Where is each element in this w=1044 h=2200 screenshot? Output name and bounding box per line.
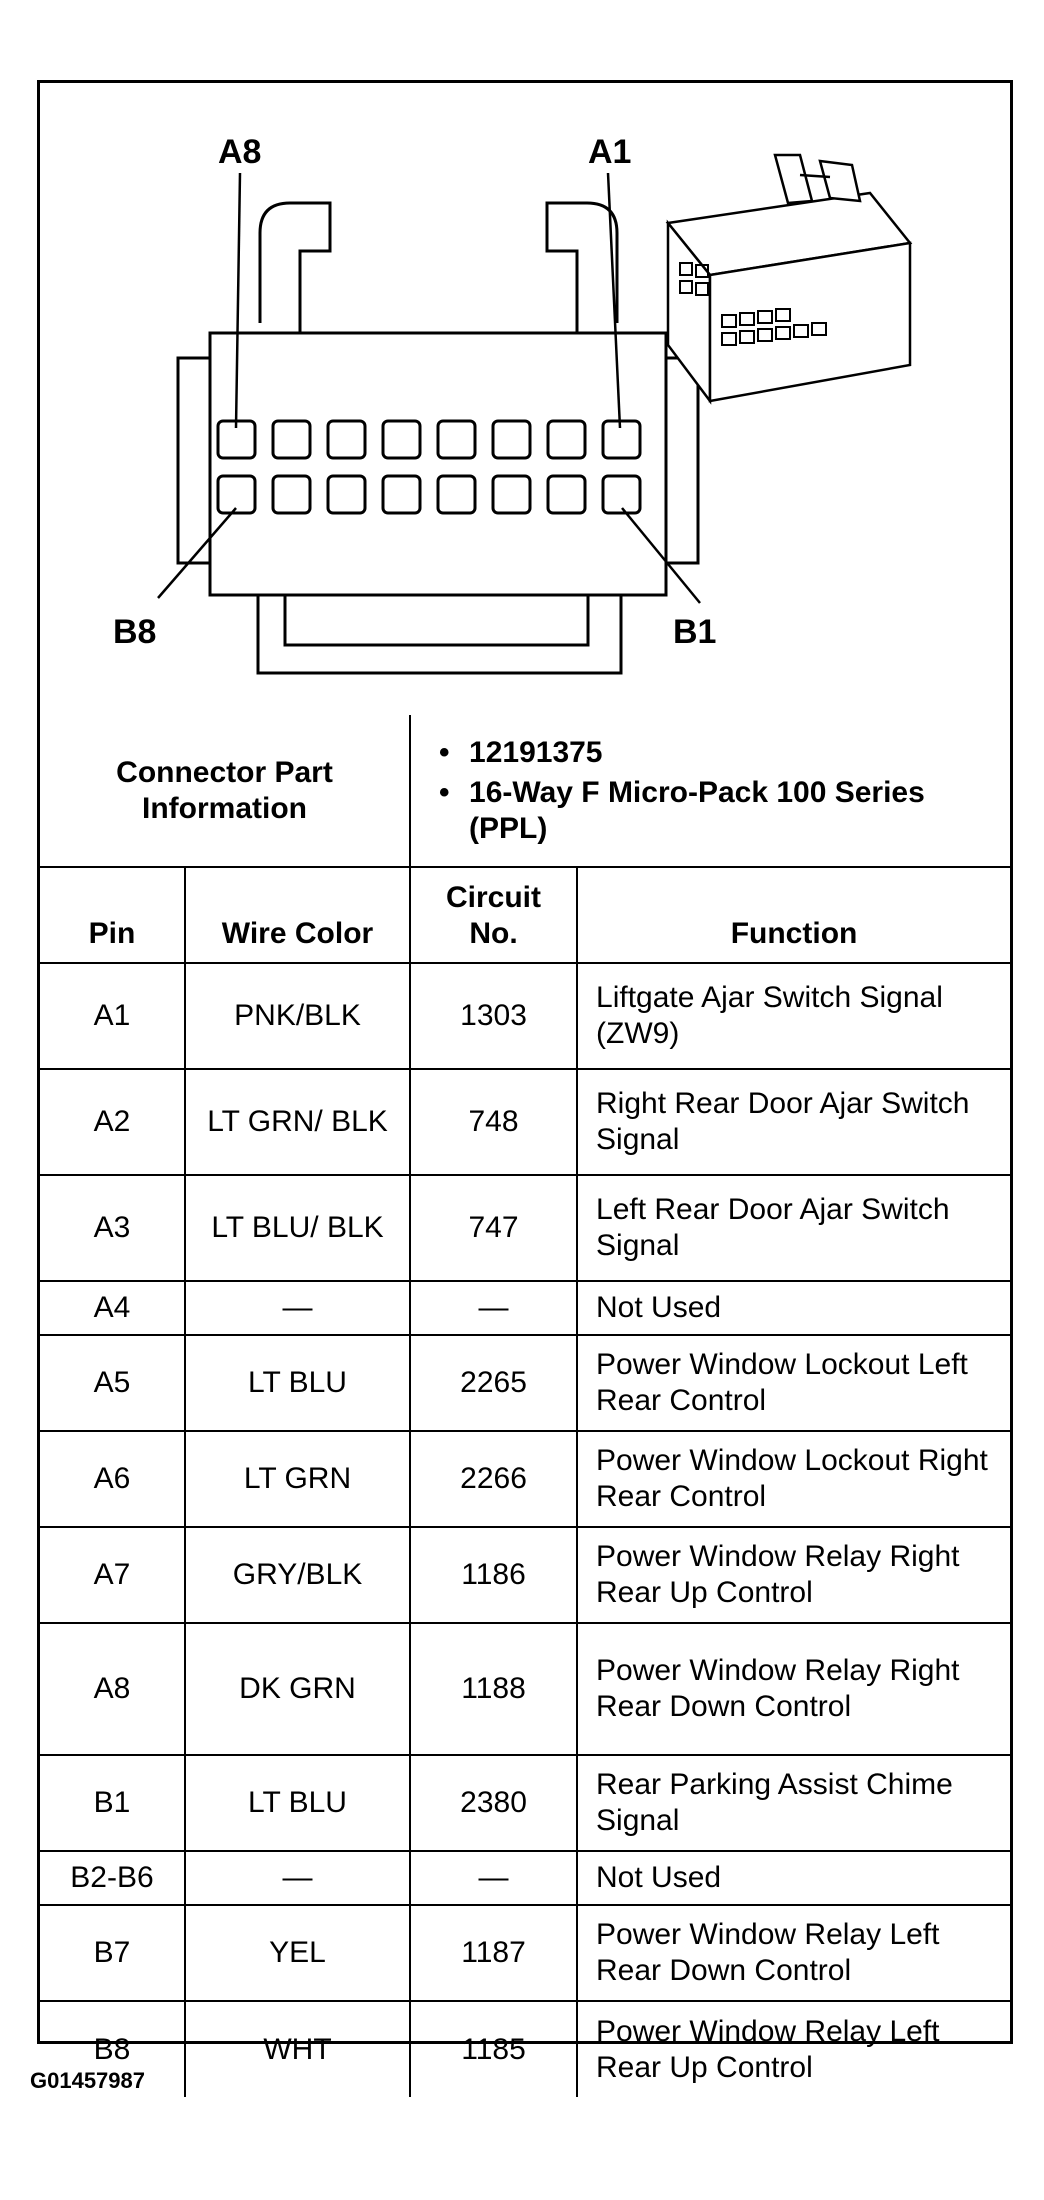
a1-leader — [606, 172, 622, 429]
circuit-cell: 747 — [409, 1174, 579, 1282]
pin-cell: A6 — [40, 1430, 186, 1528]
function-cell: Not Used — [576, 1850, 1011, 1906]
header-wire-color: Wire Color — [183, 866, 412, 964]
wire-color-cell: LT GRN — [183, 1430, 412, 1528]
connector-face-diagram: A8 A1 B8 B1 — [40, 83, 1010, 715]
circuit-cell: — — [409, 1850, 579, 1906]
table-header-row: Pin Wire Color Circuit No. Function — [40, 866, 1011, 964]
part-number: 12191375 — [439, 735, 1002, 771]
wire-color-cell: PNK/BLK — [183, 963, 412, 1070]
function-cell: Rear Parking Assist Chime Signal — [576, 1754, 1011, 1852]
circuit-cell: 1188 — [409, 1622, 579, 1756]
pin-cell: A3 — [40, 1174, 186, 1282]
wire-color-cell: WHT — [183, 2000, 412, 2097]
connector-info-label: Connector Part Information — [40, 715, 412, 868]
pin-cell: B2-B6 — [40, 1850, 186, 1906]
circuit-cell: 1185 — [409, 2000, 579, 2097]
row-b-cavities — [216, 474, 642, 515]
circuit-cell: — — [409, 1280, 579, 1336]
pin-cell: A4 — [40, 1280, 186, 1336]
connector-body — [208, 331, 668, 597]
function-cell: Power Window Lockout Right Rear Control — [576, 1430, 1011, 1528]
header-circuit: Circuit No. — [409, 866, 579, 964]
wire-color-cell: LT BLU/ BLK — [183, 1174, 412, 1282]
circuit-cell: 2380 — [409, 1754, 579, 1852]
connector-info-values: 12191375 16-Way F Micro-Pack 100 Series … — [409, 715, 1011, 868]
function-cell: Right Rear Door Ajar Switch Signal — [576, 1068, 1011, 1176]
circuit-cell: 1187 — [409, 1904, 579, 2002]
pin-cell: A7 — [40, 1526, 186, 1624]
label-b8: B8 — [113, 613, 157, 651]
wire-color-cell: — — [183, 1850, 412, 1906]
function-cell: Power Window Relay Right Rear Up Control — [576, 1526, 1011, 1624]
circuit-cell: 2265 — [409, 1334, 579, 1432]
table-row: B2-B6——Not Used — [40, 1850, 1011, 1906]
pin-cell: A5 — [40, 1334, 186, 1432]
connector-drawing — [157, 153, 913, 675]
b1-leader — [621, 507, 701, 604]
left-ear — [176, 356, 210, 565]
figure-code: G01457987 — [30, 2068, 145, 2093]
circuit-cell: 1303 — [409, 963, 579, 1070]
function-cell: Power Window Relay Left Rear Up Control — [576, 2000, 1011, 2097]
pin-cell: A8 — [40, 1622, 186, 1756]
connector-info-row: Connector Part Information 12191375 16-W… — [40, 715, 1011, 868]
table-row: A4——Not Used — [40, 1280, 1011, 1336]
header-function: Function — [576, 866, 1011, 964]
wire-color-cell: YEL — [183, 1904, 412, 2002]
connector-3d-icon — [665, 153, 913, 405]
label-a8: A8 — [218, 133, 262, 171]
connector-figure-frame: A8 A1 B8 B1 Connector Part Information 1… — [37, 80, 1013, 2097]
label-b1: B1 — [673, 613, 717, 651]
a8-leader — [234, 172, 242, 429]
function-cell: Power Window Relay Right Rear Down Contr… — [576, 1622, 1011, 1756]
circuit-cell: 748 — [409, 1068, 579, 1176]
row-a-cavities — [216, 419, 642, 460]
connector-type: 16-Way F Micro-Pack 100 Series (PPL) — [439, 775, 1002, 847]
left-latch — [258, 201, 332, 323]
wire-color-cell: LT BLU — [183, 1754, 412, 1852]
pin-cell: A1 — [40, 963, 186, 1070]
pin-cell: A2 — [40, 1068, 186, 1176]
right-latch — [545, 201, 619, 323]
wire-color-cell: — — [183, 1280, 412, 1336]
connector-3d-cavities — [679, 262, 827, 346]
wire-color-cell: GRY/BLK — [183, 1526, 412, 1624]
wire-color-cell: DK GRN — [183, 1622, 412, 1756]
header-pin: Pin — [40, 866, 186, 964]
function-cell: Not Used — [576, 1280, 1011, 1336]
wire-color-cell: LT BLU — [183, 1334, 412, 1432]
function-cell: Power Window Relay Left Rear Down Contro… — [576, 1904, 1011, 2002]
function-cell: Liftgate Ajar Switch Signal (ZW9) — [576, 963, 1011, 1070]
b8-leader — [157, 507, 237, 599]
pin-cell: B1 — [40, 1754, 186, 1852]
label-a1: A1 — [588, 133, 632, 171]
pinout-table: Connector Part Information 12191375 16-W… — [40, 715, 1011, 2097]
wire-color-cell: LT GRN/ BLK — [183, 1068, 412, 1176]
function-cell: Power Window Lockout Left Rear Control — [576, 1334, 1011, 1432]
pin-cell: B8 — [40, 2000, 186, 2097]
right-ear — [666, 356, 700, 565]
function-cell: Left Rear Door Ajar Switch Signal — [576, 1174, 1011, 1282]
circuit-cell: 2266 — [409, 1430, 579, 1528]
circuit-cell: 1186 — [409, 1526, 579, 1624]
pin-cell: B7 — [40, 1904, 186, 2002]
